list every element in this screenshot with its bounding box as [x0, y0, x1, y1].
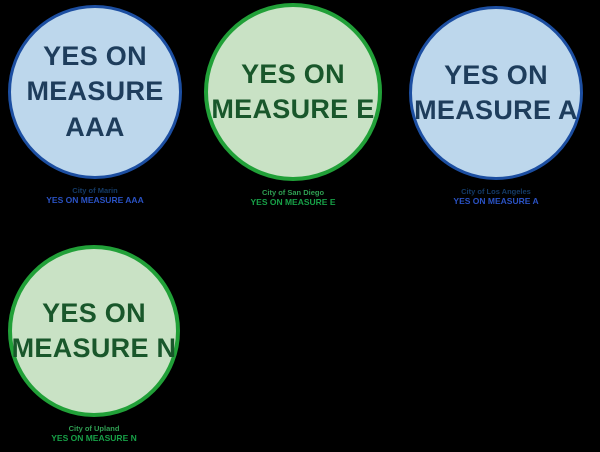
badge-label: YES ON MEASURE E [211, 57, 374, 127]
badge-caption: City of Upland YES ON MEASURE N [51, 424, 137, 443]
badge-measure-e: YES ON MEASURE E City of San Diego YES O… [204, 3, 382, 207]
caption-measure: YES ON MEASURE E [250, 197, 336, 207]
badge-label-line: MEASURE A [414, 95, 578, 125]
caption-jurisdiction: City of Upland [68, 424, 120, 433]
badge-label-line: MEASURE [26, 76, 164, 107]
badge-circle: YES ON MEASURE N [8, 245, 180, 417]
caption-measure: YES ON MEASURE AAA [46, 195, 144, 205]
badge-label-line: MEASURE E [211, 94, 375, 124]
caption-jurisdiction: City of San Diego [261, 188, 325, 197]
caption-measure: YES ON MEASURE A [453, 196, 539, 206]
badge-label-line: YES ON [444, 59, 548, 90]
badge-circle: YES ON MEASURE E [204, 3, 382, 181]
badge-label: YES ON MEASURE A [414, 58, 578, 128]
badge-caption: City of Marin YES ON MEASURE AAA [46, 186, 143, 205]
badge-measure-aaa: YES ON MEASURE AAA City of Marin YES ON … [8, 5, 182, 205]
badge-label-line: YES ON [42, 297, 146, 328]
caption-measure: YES ON MEASURE N [51, 433, 137, 443]
badge-label-line: MEASURE N [11, 333, 177, 363]
badge-circle: YES ON MEASURE AAA [8, 5, 182, 179]
badge-caption: City of San Diego YES ON MEASURE E [250, 188, 335, 207]
caption-jurisdiction: City of Los Angeles [461, 187, 531, 196]
badge-measure-n: YES ON MEASURE N City of Upland YES ON M… [8, 245, 180, 443]
badge-label: YES ON MEASURE N [12, 296, 177, 366]
badge-measure-a: YES ON MEASURE A City of Los Angeles YES… [409, 6, 583, 206]
caption-jurisdiction: City of Marin [72, 186, 118, 195]
badge-label: YES ON MEASURE AAA [26, 39, 163, 144]
badge-label-line: YES ON [43, 41, 147, 72]
badge-label-line: AAA [65, 111, 125, 142]
badge-label-line: YES ON [241, 58, 345, 89]
badge-caption: City of Los Angeles YES ON MEASURE A [453, 187, 538, 206]
badge-circle: YES ON MEASURE A [409, 6, 583, 180]
